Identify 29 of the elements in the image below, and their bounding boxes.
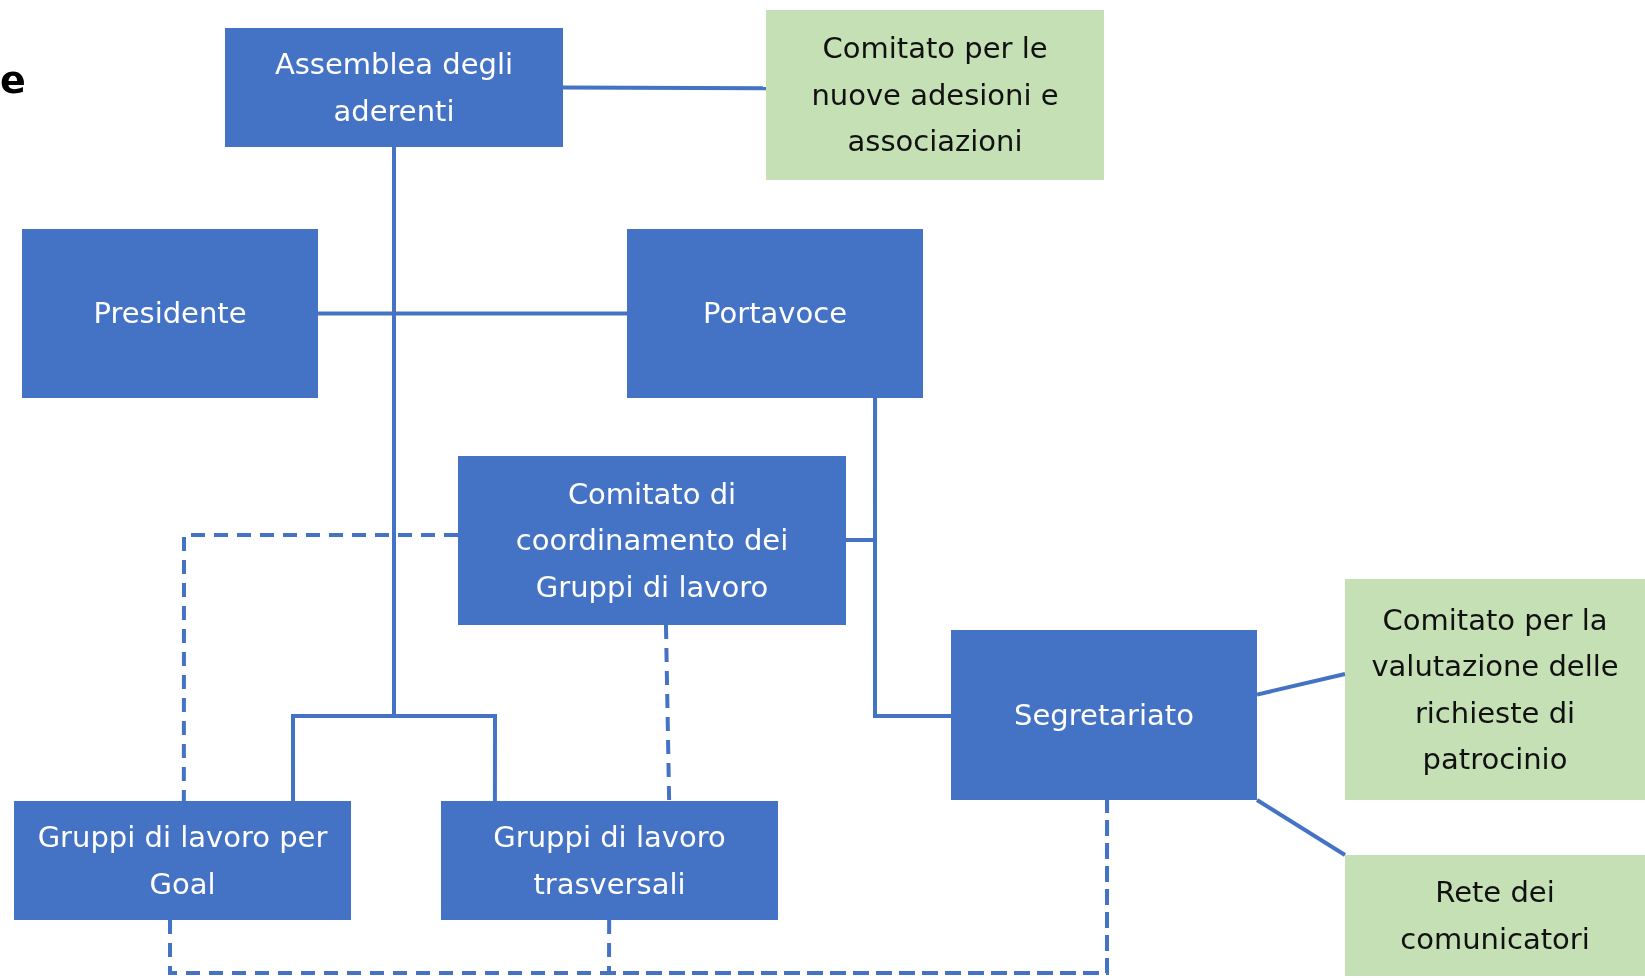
connector-line bbox=[846, 398, 878, 542]
box-label: Gruppi di lavoro per Goal bbox=[36, 819, 329, 903]
org-box bbox=[627, 229, 923, 398]
org-box bbox=[22, 229, 318, 398]
box-label: Rete dei comunicatori bbox=[1399, 874, 1591, 958]
dashed-connector bbox=[663, 624, 672, 802]
org-box bbox=[1345, 579, 1645, 800]
org-box bbox=[951, 630, 1257, 800]
box-label: Comitato per le nuove adesioni e associazioni bbox=[810, 30, 1060, 161]
org-box bbox=[14, 801, 351, 920]
box-label: Comitato per la valutazione delle richieste di patrocinio bbox=[1370, 601, 1620, 778]
org-box bbox=[458, 456, 846, 625]
org-box bbox=[1345, 855, 1645, 976]
box-label: Gruppi di lavoro trasversali bbox=[492, 819, 727, 903]
box-label: Presidente bbox=[93, 295, 247, 333]
box-label: Assemblea degli aderenti bbox=[273, 46, 515, 130]
box-label: Comitato di coordinamento dei Gruppi di lavoro bbox=[514, 475, 790, 606]
org-box bbox=[225, 28, 563, 147]
box-label: Portavoce bbox=[703, 295, 847, 333]
org-box bbox=[441, 801, 778, 920]
connector-line bbox=[1255, 798, 1347, 857]
cut-off-text: e bbox=[0, 58, 26, 102]
dashed-connector bbox=[181, 532, 458, 801]
dashed-connector bbox=[607, 800, 1110, 975]
connector-line bbox=[318, 311, 627, 316]
box-label: Segretariato bbox=[1014, 696, 1194, 734]
org-box bbox=[766, 10, 1104, 180]
connector-line bbox=[1256, 672, 1346, 697]
connector-line bbox=[563, 85, 766, 91]
